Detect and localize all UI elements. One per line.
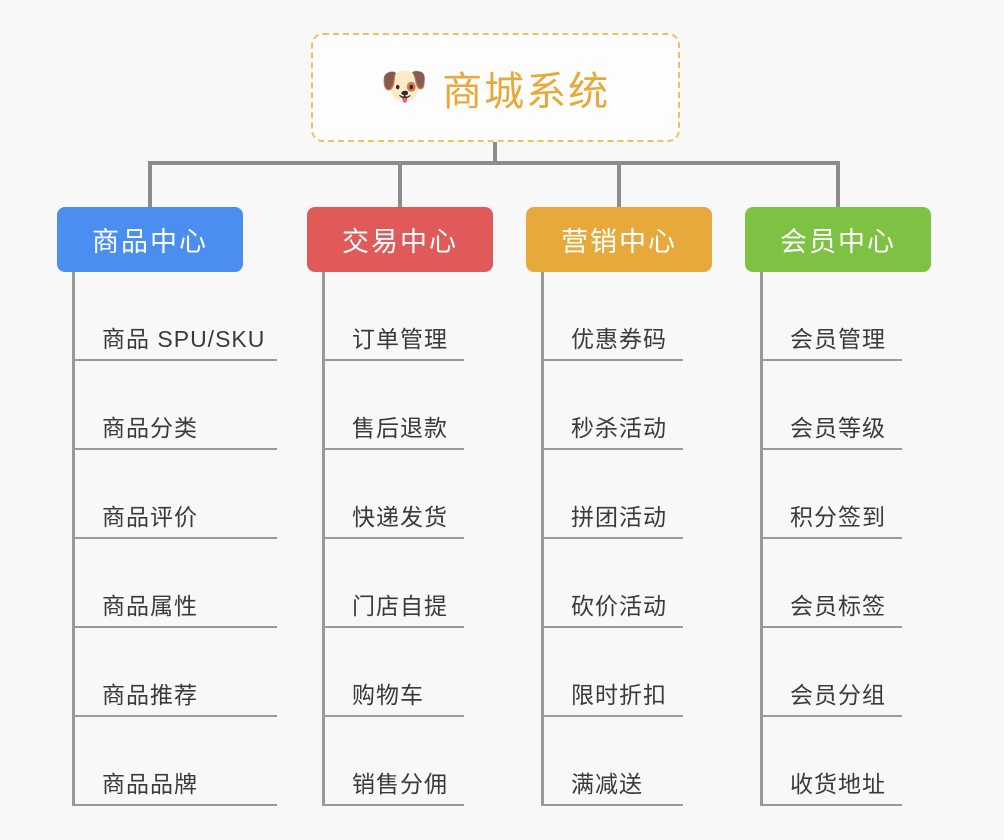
leaf-item-label: 会员分组 — [790, 682, 886, 708]
leaf-item-label: 销售分佣 — [352, 771, 448, 797]
leaf-item-label: 商品评价 — [102, 504, 198, 530]
leaf-item[interactable]: 优惠券码 — [541, 272, 683, 361]
leaf-item-label: 快递发货 — [352, 504, 448, 530]
leaf-spine — [541, 272, 544, 806]
leaf-item[interactable]: 秒杀活动 — [541, 361, 683, 450]
root-node[interactable]: 🐶 商城系统 — [311, 33, 680, 142]
leaf-item[interactable]: 商品品牌 — [72, 717, 277, 806]
leaf-item[interactable]: 满减送 — [541, 717, 683, 806]
connector-drop-product-center — [148, 161, 152, 207]
leaf-item[interactable]: 会员标签 — [760, 539, 902, 628]
leaf-item[interactable]: 砍价活动 — [541, 539, 683, 628]
category-box-member-center[interactable]: 会员中心 — [745, 207, 931, 272]
leaf-item[interactable]: 商品 SPU/SKU — [72, 272, 277, 361]
connector-horizontal-bus — [148, 161, 840, 165]
connector-drop-member-center — [836, 161, 840, 207]
connector-drop-marketing-center — [617, 161, 621, 207]
category-label: 交易中心 — [342, 227, 458, 257]
leaf-item[interactable]: 销售分佣 — [322, 717, 464, 806]
leaf-item-label: 满减送 — [571, 771, 643, 797]
leaf-item[interactable]: 订单管理 — [322, 272, 464, 361]
leaf-item[interactable]: 收货地址 — [760, 717, 902, 806]
leaf-item-label: 购物车 — [352, 682, 424, 708]
leaf-item[interactable]: 购物车 — [322, 628, 464, 717]
leaf-spine — [760, 272, 763, 806]
category-label: 营销中心 — [561, 227, 677, 257]
category-box-marketing-center[interactable]: 营销中心 — [526, 207, 712, 272]
leaf-item[interactable]: 售后退款 — [322, 361, 464, 450]
leaf-item[interactable]: 门店自提 — [322, 539, 464, 628]
leaf-item-label: 门店自提 — [352, 593, 448, 619]
leaf-item-label: 商品品牌 — [102, 771, 198, 797]
leaf-item[interactable]: 积分签到 — [760, 450, 902, 539]
leaf-item-label: 会员标签 — [790, 593, 886, 619]
category-box-product-center[interactable]: 商品中心 — [57, 207, 243, 272]
leaf-item[interactable]: 商品属性 — [72, 539, 277, 628]
leaf-spine — [322, 272, 325, 806]
leaf-item-label: 商品分类 — [102, 415, 198, 441]
leaf-item[interactable]: 限时折扣 — [541, 628, 683, 717]
leaf-item[interactable]: 商品分类 — [72, 361, 277, 450]
leaf-item-label: 订单管理 — [352, 326, 448, 352]
connector-root-stem — [493, 142, 497, 165]
leaf-item-label: 拼团活动 — [571, 504, 667, 530]
leaf-item-label: 售后退款 — [352, 415, 448, 441]
dog-face-icon: 🐶 — [380, 65, 429, 108]
connector-drop-trade-center — [398, 161, 402, 207]
leaf-item[interactable]: 会员等级 — [760, 361, 902, 450]
leaf-item-label: 积分签到 — [790, 504, 886, 530]
leaf-item-label: 商品推荐 — [102, 682, 198, 708]
leaf-item[interactable]: 会员管理 — [760, 272, 902, 361]
leaf-item[interactable]: 商品推荐 — [72, 628, 277, 717]
leaf-item[interactable]: 商品评价 — [72, 450, 277, 539]
category-label: 商品中心 — [92, 227, 208, 257]
leaf-item-label: 收货地址 — [790, 771, 886, 797]
leaf-spine — [72, 272, 75, 806]
leaf-item-label: 商品属性 — [102, 593, 198, 619]
leaf-item-label: 限时折扣 — [571, 682, 667, 708]
leaf-item-label: 商品 SPU/SKU — [102, 326, 266, 352]
leaf-item-label: 砍价活动 — [571, 593, 667, 619]
leaf-item-label: 会员管理 — [790, 326, 886, 352]
leaf-item[interactable]: 拼团活动 — [541, 450, 683, 539]
leaf-item[interactable]: 快递发货 — [322, 450, 464, 539]
category-box-trade-center[interactable]: 交易中心 — [307, 207, 493, 272]
category-label: 会员中心 — [780, 227, 896, 257]
leaf-item[interactable]: 会员分组 — [760, 628, 902, 717]
root-title: 商城系统 — [442, 69, 611, 114]
leaf-item-label: 会员等级 — [790, 415, 886, 441]
leaf-item-label: 优惠券码 — [571, 326, 667, 352]
leaf-item-label: 秒杀活动 — [571, 415, 667, 441]
